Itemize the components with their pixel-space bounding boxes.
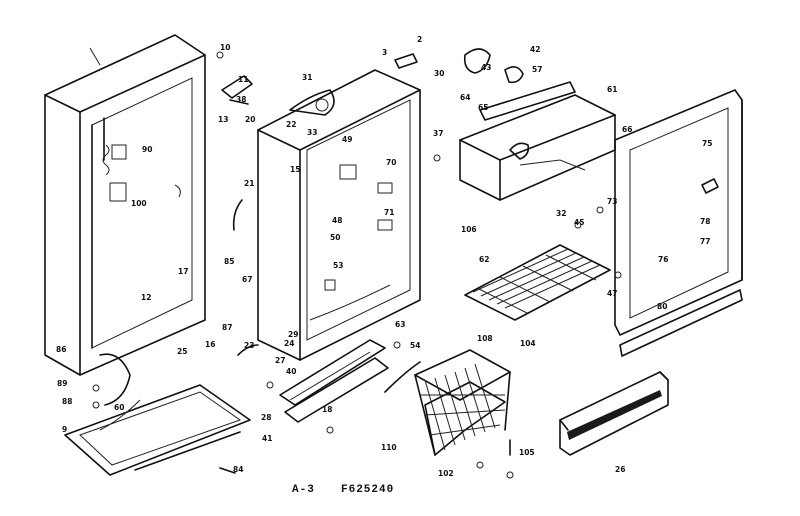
callout-100: 100: [131, 199, 147, 208]
callout-30: 30: [434, 69, 444, 78]
callout-50: 50: [330, 233, 340, 242]
wire-basket: [414, 349, 511, 456]
callout-105: 105: [519, 448, 535, 457]
callout-25: 25: [177, 347, 187, 356]
callout-23: 23: [244, 341, 254, 350]
toe-grille: [559, 371, 669, 456]
callout-17: 17: [178, 267, 188, 276]
callout-41: 41: [262, 434, 272, 443]
cabinet-liner: [257, 69, 421, 361]
callout-66: 66: [622, 125, 632, 134]
callout-67: 67: [242, 275, 252, 284]
callout-47: 47: [607, 289, 617, 298]
upper-hardware: [216, 48, 524, 231]
callout-21: 21: [244, 179, 254, 188]
callout-63: 63: [395, 320, 405, 329]
callout-labels: 2 3 9 10 11 12 13 15 16 17 18 20 21 22 2…: [56, 35, 712, 478]
callout-12: 12: [141, 293, 151, 302]
callout-29: 29: [288, 330, 298, 339]
fasteners: [92, 154, 622, 479]
callout-20: 20: [245, 115, 255, 124]
callout-88: 88: [62, 397, 72, 406]
callout-28: 28: [261, 413, 271, 422]
callout-106: 106: [461, 225, 477, 234]
callout-31: 31: [302, 73, 312, 82]
callout-15: 15: [290, 165, 300, 174]
callout-84: 84: [233, 465, 243, 474]
door-gasket: [614, 89, 743, 357]
cabinet-shell: [44, 34, 206, 376]
callout-9: 9: [62, 425, 67, 434]
callout-89: 89: [57, 379, 67, 388]
callout-110: 110: [381, 443, 397, 452]
diagram-caption: A-3 F625240: [292, 484, 394, 496]
callout-104: 104: [520, 339, 536, 348]
callout-87: 87: [222, 323, 232, 332]
callout-13: 13: [218, 115, 228, 124]
callout-53: 53: [333, 261, 343, 270]
callout-32: 32: [556, 209, 566, 218]
callout-16: 16: [205, 340, 215, 349]
callout-2: 2: [417, 35, 422, 44]
callout-11: 11: [238, 75, 248, 84]
callout-22: 22: [286, 120, 296, 129]
wire-shelf: [464, 244, 611, 321]
callout-40: 40: [286, 367, 296, 376]
callout-80: 80: [657, 302, 667, 311]
callout-73: 73: [607, 197, 617, 206]
callout-27: 27: [275, 356, 285, 365]
callout-45: 45: [574, 218, 584, 227]
callout-86: 86: [56, 345, 66, 354]
callout-57: 57: [532, 65, 542, 74]
callout-3: 3: [382, 48, 387, 57]
callout-76: 76: [658, 255, 668, 264]
lower-rails: [237, 339, 421, 423]
callout-43: 43: [481, 63, 491, 72]
callout-33: 33: [307, 128, 317, 137]
callout-10: 10: [220, 43, 230, 52]
callout-65: 65: [478, 103, 488, 112]
callout-102: 102: [438, 469, 454, 478]
callout-24: 24: [284, 339, 294, 348]
callout-49: 49: [342, 135, 352, 144]
callout-42: 42: [530, 45, 540, 54]
callout-18: 18: [322, 405, 332, 414]
callout-75: 75: [702, 139, 712, 148]
callout-90: 90: [142, 145, 152, 154]
callout-108: 108: [477, 334, 493, 343]
caption-section: A-3: [292, 484, 315, 496]
callout-85: 85: [224, 257, 234, 266]
callout-26: 26: [615, 465, 625, 474]
callout-61: 61: [607, 85, 617, 94]
callout-64: 64: [460, 93, 470, 102]
callout-60: 60: [114, 403, 124, 412]
callout-48: 48: [332, 216, 342, 225]
callout-62: 62: [479, 255, 489, 264]
callout-78: 78: [700, 217, 710, 226]
callout-54: 54: [410, 341, 420, 350]
base-pan: [64, 353, 251, 476]
callout-77: 77: [700, 237, 710, 246]
callout-37: 37: [433, 129, 443, 138]
shelf-assembly: [459, 81, 616, 201]
callout-38: 38: [236, 95, 246, 104]
callout-71: 71: [384, 208, 394, 217]
caption-code: F625240: [341, 484, 394, 496]
callout-70: 70: [386, 158, 396, 167]
